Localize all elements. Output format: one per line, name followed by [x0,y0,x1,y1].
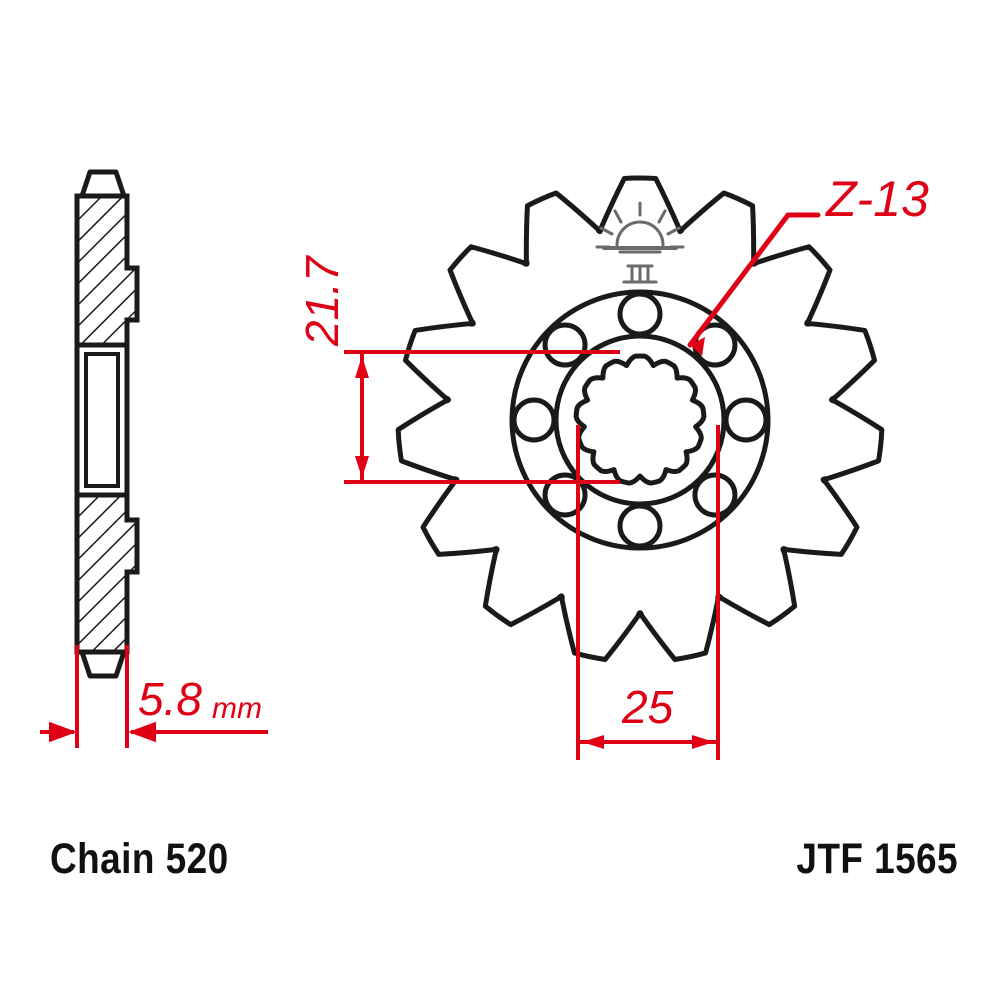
bolt-hole [692,472,738,518]
bolt-hole [617,291,663,337]
bolt-hole [542,322,588,368]
bolt-hole [617,503,663,549]
side-body-lower [74,492,140,655]
side-tooth-tip-bottom [79,649,127,679]
dim-arrow-right [692,735,714,749]
dim-arrow-top [355,356,369,378]
dimension-thickness-5p8 [40,645,268,748]
leader-line-z13 [687,212,821,356]
leader-arrowhead [690,337,705,356]
side-profile-view [74,169,140,679]
side-body-upper [74,193,140,348]
spline-bore-outline [573,353,707,486]
dim-arrow-bottom [355,456,369,478]
face-view [395,175,885,662]
sunrise-mark-icon [595,201,685,284]
side-tooth-tip-top [79,169,127,199]
bolt-hole [542,472,588,518]
bolt-hole [723,397,769,443]
dimension-spline-25 [576,425,720,760]
dim-arrow-left [582,735,604,749]
bolt-hole [511,397,557,443]
bolt-holes-group [511,291,769,549]
sprocket-tooth-outline [395,175,885,662]
dimension-spline-21p7 [344,350,620,484]
side-bore-inner [84,352,120,488]
